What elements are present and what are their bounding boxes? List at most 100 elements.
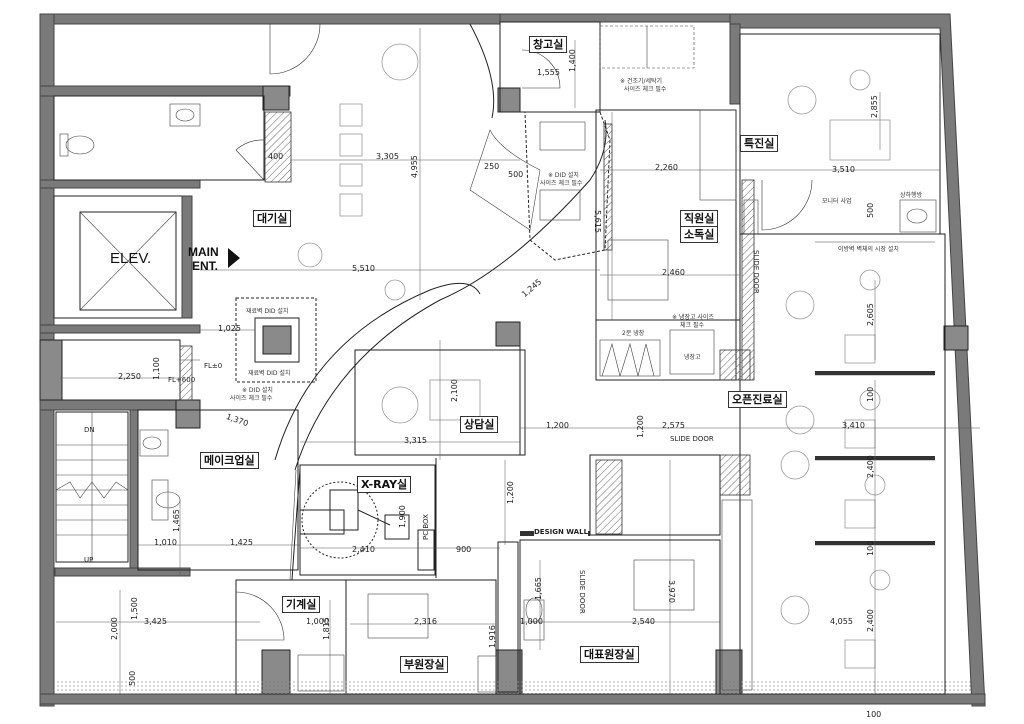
dim-label: 400 [268,152,284,161]
did-note-1: ※ DID 설치 [242,387,273,394]
dim-label: 250 [484,162,500,171]
dryer-note-1: ※ 건조기/세탁기 [620,78,663,85]
raised-platform [61,339,200,401]
dim-label: 3,970 [667,580,676,603]
dim-label: 3,425 [144,617,167,626]
dim-label: 1,400 [568,49,577,72]
elevator-label: ELEV. [110,250,152,267]
room-label-staff: 직원실 [680,210,719,227]
room-label-sterilize: 소독실 [680,226,719,243]
dim-label: 100 [866,386,875,402]
design-wall [497,454,721,695]
dim-label: 1,815 [322,617,331,640]
bottom-band [56,680,976,694]
sink-note: 상하행방 [900,192,923,199]
xray-room [299,458,437,578]
room-label-machine: 기계실 [282,596,321,613]
did-note-2b: 사이즈 체크 필수 [540,180,583,187]
stairs [55,411,129,563]
main-entrance-label-1: MAIN [188,245,219,259]
dim-label: 2,100 [450,379,459,402]
dim-label: 1,500 [130,597,139,620]
design-wall-label: DESIGN WALL [534,528,589,536]
dim-label: 100 [866,540,875,556]
entrance-arrow [228,248,240,268]
room-label-open-clinic: 오픈진료실 [728,391,787,408]
dim-label: 2,410 [352,545,375,554]
dim-label: 5,615 [593,210,602,233]
dim-label: 2,540 [632,617,655,626]
dim-label: 1,425 [230,538,253,547]
dim-label: 1,100 [152,357,161,380]
dim-label: 1,555 [537,68,560,77]
waiting-did-box [235,297,317,383]
dim-label: 2,575 [662,421,685,430]
slide-door-label-1: SLIDE DOOR [752,250,760,294]
fridge-small-note: 냉장고 [684,354,701,361]
dim-label: 1,025 [218,324,241,333]
room-label-vice-director: 부원장실 [400,656,449,673]
dim-label: 1,465 [172,509,181,532]
monitor-note: 모니터 사업 [822,198,852,205]
dim-label: 1,900 [398,505,407,528]
dim-label: 4,055 [830,617,853,626]
curved-partition [274,23,607,581]
room-label-xray: X-RAY실 [357,476,412,493]
dim-label: 5,510 [352,264,375,273]
floor-level-600: FL+600 [168,376,196,384]
dim-label: 1,665 [534,577,543,600]
main-entrance-label-2: ENT. [192,259,219,273]
dim-label: 2,400 [866,455,875,478]
special-room [739,33,941,235]
waiting-chairs [297,43,419,301]
room-label-waiting: 대기실 [253,210,292,227]
floor-level-0: FL±0 [204,362,223,370]
room-label-makeup: 메이크업실 [200,452,259,469]
dim-label: 2,000 [110,617,119,640]
dim-label: 900 [456,545,472,554]
open-clinic-area [719,69,946,695]
dimension-lines [56,28,980,694]
dim-label: 1,010 [154,538,177,547]
dim-label: 2,316 [414,617,437,626]
top-door [269,23,321,75]
fridge-note-1: ※ 냉장고 사이즈 [672,314,714,321]
wall-did-note-1: 재료벽 DID 설치 [246,308,289,315]
makeup-room [137,409,299,571]
wall-did-note-2: 재료벽 DID 설치 [248,370,291,377]
dim-label: 1,916 [488,625,497,648]
dim-label: 2,605 [866,303,875,326]
slide-door-label-2: SLIDE DOOR [670,435,714,443]
dim-label: 3,305 [376,152,399,161]
stairs-down-label: DN [84,426,95,434]
dim-label: 2,250 [118,372,141,381]
elevator [53,195,193,319]
slide-door-label-3: SLIDE DOOR [578,570,586,614]
dim-label: 2,460 [662,268,685,277]
dim-label: 3,410 [842,421,865,430]
room-label-director: 대표원장실 [580,646,639,663]
dim-label: 1,000 [306,617,329,626]
structural-columns [39,85,969,695]
dim-label: 1,200 [636,415,645,438]
pc-box-label: PC BOX [422,514,430,540]
room-label-warehouse: 창고실 [529,36,568,53]
room-label-special: 특진실 [740,135,779,152]
dim-label: 2,855 [870,95,879,118]
twin-fridge-note: 2문 냉장 [622,330,645,337]
staff-room [595,109,755,381]
bench-note: 이방벽 벽체의 시장 설치 [838,246,899,253]
dryer-note-2: 사이즈 체크 필수 [624,86,667,93]
dim-label: 500 [508,170,524,179]
dim-label: 500 [866,202,875,218]
planter [264,111,292,183]
room-label-consult: 상담실 [460,416,499,433]
stairs-up-label: UP [84,556,94,564]
did-note-2: ※ DID 설치 [548,172,579,179]
did-note-1b: 사이즈 체크 필수 [230,395,273,402]
dim-label: 3,315 [404,436,427,445]
dim-label: 1,200 [546,421,569,430]
dim-label: 500 [128,670,137,686]
toilet-room [53,95,265,181]
